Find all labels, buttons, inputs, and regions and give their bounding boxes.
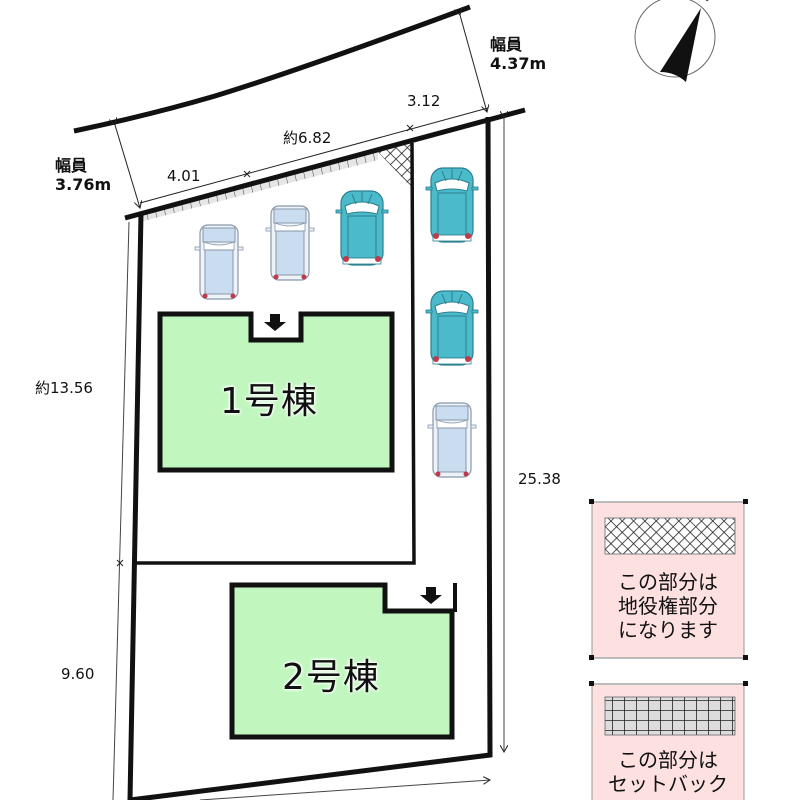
road-width-measure-left: [115, 125, 140, 208]
parking-car-1: [194, 224, 244, 300]
easement-area: [378, 143, 412, 188]
building-1: [157, 311, 395, 473]
lot-division-line: [135, 142, 416, 565]
legend-setback-text: この部分は セットバック: [592, 748, 744, 796]
dim-right-total: 25.38: [518, 470, 561, 488]
road-width-label-left: 幅員 3.76m: [55, 156, 111, 194]
lot-boundary: [127, 116, 493, 803]
road-width-heading: 幅員: [490, 35, 523, 54]
parking-car-3: [335, 190, 389, 266]
legend-line: セットバック: [608, 772, 728, 796]
bottom-dimension-line: [199, 780, 490, 801]
legend-easement: [589, 499, 748, 660]
north-arrow-icon: [634, 0, 716, 82]
road-edge-line: [73, 4, 471, 134]
dim-top-right: 3.12: [407, 92, 441, 110]
dim-left-lower: 9.60: [61, 665, 95, 683]
building-2: [229, 582, 455, 740]
dim-top-left: 4.01: [167, 167, 201, 185]
legend-line: になります: [618, 618, 718, 642]
road-width-label-right: 幅員 4.37m: [490, 35, 546, 73]
legend-easement-text: この部分は 地役権部分 になります: [592, 570, 744, 642]
dim-left-upper: 約13.56: [35, 379, 93, 397]
parking-car-6: [427, 402, 477, 478]
building-2-label: 2号棟: [282, 657, 380, 698]
top-dimension-line: [139, 107, 489, 204]
front-boundary: [124, 107, 526, 221]
legend-line: 地役権部分: [618, 594, 718, 618]
building-1-label: 1号棟: [220, 381, 318, 422]
parking-car-2: [265, 205, 315, 281]
road-width-heading: 幅員: [55, 156, 88, 175]
dim-top-total: 約6.82: [283, 129, 332, 147]
legend-line: この部分は: [618, 570, 718, 594]
road-width-measure-right: [460, 15, 487, 112]
road-width-value: 3.76m: [55, 175, 112, 194]
parking-car-5: [425, 290, 479, 366]
entrance-arrow-icon: [264, 314, 286, 331]
legend-setback: [589, 681, 748, 804]
parking-car-4: [425, 167, 479, 243]
grid-swatch: [604, 696, 736, 736]
legend-line: この部分は: [618, 748, 718, 772]
entrance-arrow-icon: [420, 587, 442, 604]
road-width-value: 4.37m: [490, 54, 547, 73]
crosshatch-swatch: [604, 517, 736, 555]
left-dimension-line: [112, 221, 130, 801]
